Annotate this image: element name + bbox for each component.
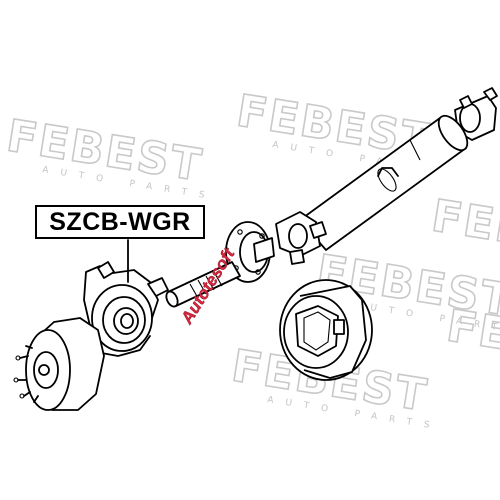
rubber-cushion [279, 279, 373, 381]
watermark-brand: FEBEST [443, 300, 500, 381]
hub [13, 317, 105, 411]
part-number-text: SZCB-WGR [49, 207, 191, 236]
center-bearing [83, 261, 169, 357]
part-number-label: SZCB-WGR [35, 205, 205, 239]
watermark-brand: FEBEST [428, 190, 500, 271]
flange [165, 221, 275, 308]
drive-shaft [275, 87, 498, 265]
